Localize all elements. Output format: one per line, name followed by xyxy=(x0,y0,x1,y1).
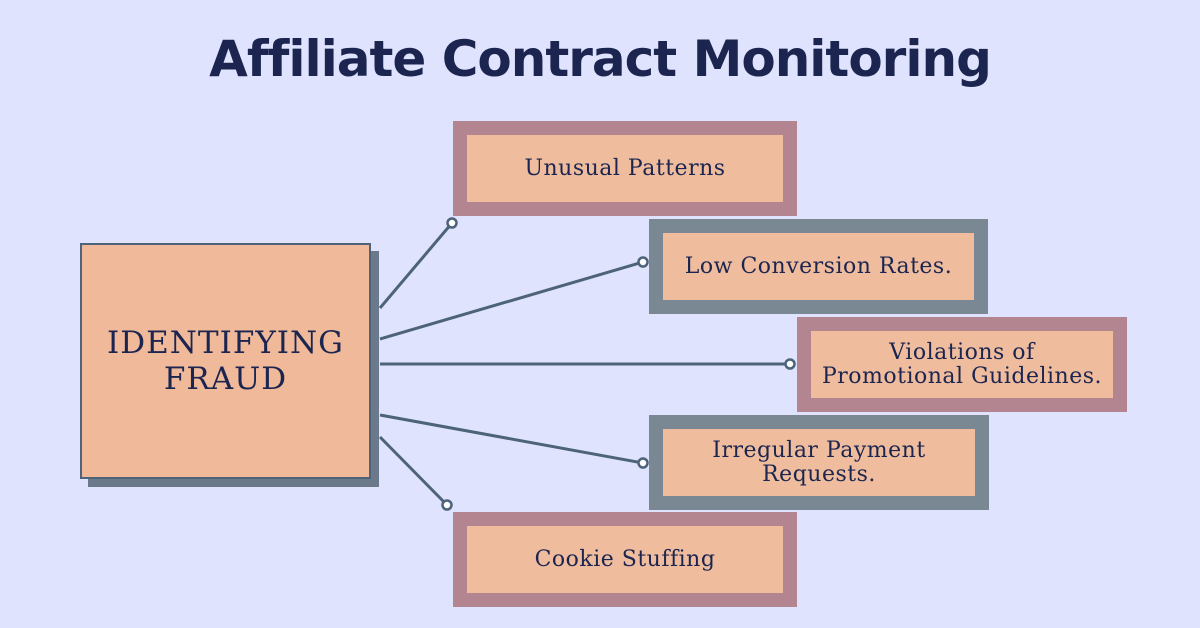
center-node: IDENTIFYING FRAUD xyxy=(80,243,371,479)
connector-endpoint xyxy=(784,358,796,370)
leaf-label: Violations of Promotional Guidelines. xyxy=(821,339,1103,389)
connector-endpoint xyxy=(637,256,649,268)
connector-endpoint xyxy=(637,457,649,469)
leaf-node-irregular-payment: Irregular Payment Requests. xyxy=(649,415,989,510)
page-title: Affiliate Contract Monitoring xyxy=(209,30,992,88)
connector-unusual-patterns xyxy=(378,222,454,309)
leaf-node-cookie-stuffing: Cookie Stuffing xyxy=(453,512,797,607)
connector-low-conversion xyxy=(379,260,644,341)
connector-cookie-stuffing xyxy=(378,435,449,507)
leaf-node-violations: Violations of Promotional Guidelines. xyxy=(797,317,1127,412)
leaf-label: Cookie Stuffing xyxy=(534,546,716,572)
leaf-node-low-conversion: Low Conversion Rates. xyxy=(649,219,988,314)
center-node-line1: IDENTIFYING xyxy=(107,325,344,361)
connector-endpoint xyxy=(446,217,458,229)
connector-endpoint xyxy=(441,499,453,511)
leaf-label: Irregular Payment Requests. xyxy=(712,437,926,487)
leaf-label: Low Conversion Rates. xyxy=(684,253,953,279)
center-node-line2: FRAUD xyxy=(163,361,288,397)
leaf-node-unusual-patterns: Unusual Patterns xyxy=(453,121,797,216)
connector-irregular-payment xyxy=(379,413,644,465)
leaf-label: Unusual Patterns xyxy=(524,155,726,181)
